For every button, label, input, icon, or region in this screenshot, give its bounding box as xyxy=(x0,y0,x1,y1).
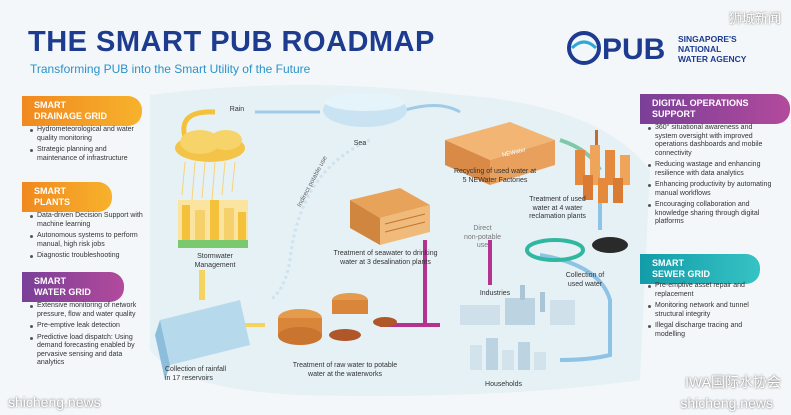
rain-drops xyxy=(181,161,236,201)
pub-logo-subtitle: SINGAPORE'S NATIONAL WATER AGENCY xyxy=(678,34,778,64)
label-collection: Collection of used water xyxy=(555,272,615,289)
badge-smart-plants: SMART PLANTS xyxy=(22,182,112,212)
label-line: water at 4 water xyxy=(532,204,583,212)
label-line: in 17 reservoirs xyxy=(165,374,213,382)
wechat-watermark: IWA国际水协会 xyxy=(685,374,781,390)
flow-path-reclaim xyxy=(539,253,612,362)
plants-bullets: Data-driven Decision Support with machin… xyxy=(30,212,145,264)
list-item: Enhancing productivity by automating man… xyxy=(648,181,776,198)
label-line: Collection of rainfall xyxy=(165,366,227,373)
list-item: Autonomous systems to perform manual, hi… xyxy=(30,232,145,249)
badge-line1: SMART xyxy=(34,276,66,286)
label-rain: Rain xyxy=(229,106,245,113)
desalination-plant xyxy=(350,188,430,245)
pub-logo-text: PUB xyxy=(602,33,666,66)
list-item: Reducing wastage and enhancing resilienc… xyxy=(648,161,776,178)
label-direct-nonpotable: Direct non-potable use xyxy=(455,225,510,251)
badge-line2: PLANTS xyxy=(34,197,70,207)
list-item: Illegal discharge tracing and modelling xyxy=(648,322,773,339)
badge-line2: SUPPORT xyxy=(652,109,696,119)
digital-ops-bullets: 360° situational awareness and system ov… xyxy=(648,124,776,230)
label-line: Collection of xyxy=(565,272,605,279)
watermark-bottom-left: shicheng.news xyxy=(8,394,101,410)
badge-line1: SMART xyxy=(34,186,66,196)
label-line: water at the waterworks xyxy=(308,370,382,378)
list-item: 360° situational awareness and system ov… xyxy=(648,124,776,158)
label-line: Recycling of used water at xyxy=(453,168,537,175)
label-line: Stormwater xyxy=(197,253,233,260)
sewer-rings xyxy=(525,237,628,262)
page-title: THE SMART PUB ROADMAP xyxy=(28,26,435,58)
badge-line2: WATER GRID xyxy=(34,287,91,297)
reclamation-plant xyxy=(575,130,630,203)
list-item: Hydrometeorological and water quality mo… xyxy=(30,126,145,143)
drainage-bullets: Hydrometeorological and water quality mo… xyxy=(30,126,145,166)
badge-smart-sewer-grid: SMART SEWER GRID xyxy=(640,254,760,284)
flow-path-sea-recycle xyxy=(404,104,461,114)
logo-sub-line3: WATER AGENCY xyxy=(678,54,747,64)
list-item: Strategic planning and maintenance of in… xyxy=(30,146,145,163)
newater-factory xyxy=(445,122,555,185)
badge-line1: SMART xyxy=(652,258,684,268)
households-buildings xyxy=(470,338,546,370)
pub-logo-mark xyxy=(567,31,601,65)
label-recycling: Recycling of used water at 5 NEWater Fac… xyxy=(440,168,550,185)
watermark-bottom-right: shicheng.news xyxy=(680,395,773,411)
label-line: use xyxy=(476,242,489,249)
label-stormwater: Stormwater Management xyxy=(180,253,250,270)
reservoir xyxy=(155,300,250,380)
badge-line1: DIGITAL OPERATIONS xyxy=(652,98,749,108)
label-line: water at 3 desalination plants xyxy=(340,258,431,266)
list-item: Pre-emptive asset repair and replacement xyxy=(648,282,773,299)
list-item: Extensive monitoring of network pressure… xyxy=(30,302,148,319)
list-item: Pre-emptive leak detection xyxy=(30,322,148,331)
sewer-bullets: Pre-emptive asset repair and replacement… xyxy=(648,282,773,342)
stormwater-city xyxy=(178,200,248,248)
logo-sub-line1: SINGAPORE'S xyxy=(678,34,737,44)
badge-smart-drainage-grid: SMART DRAINAGE GRID xyxy=(22,96,142,126)
list-item: Data-driven Decision Support with machin… xyxy=(30,212,145,229)
badge-smart-water-grid: SMART WATER GRID xyxy=(22,272,124,302)
label-line: Management xyxy=(194,261,236,269)
list-item: Encouraging collaboration and knowledge … xyxy=(648,201,776,227)
water-grid-bullets: Extensive monitoring of network pressure… xyxy=(30,302,148,371)
badge-line2: DRAINAGE GRID xyxy=(34,111,108,121)
label-line: non-potable xyxy=(464,233,501,241)
list-item: Diagnostic troubleshooting xyxy=(30,252,145,261)
badge-line2: SEWER GRID xyxy=(652,269,711,279)
label-rainfall: Collection of rainfall in 17 reservoirs xyxy=(165,366,255,383)
label-raw-water: Treatment of raw water to potable water … xyxy=(280,362,410,379)
label-line: reclamation plants xyxy=(529,213,586,220)
page-subtitle: Transforming PUB into the Smart Utility … xyxy=(30,62,311,76)
badge-line1: SMART xyxy=(34,100,66,110)
label-reclamation: Treatment of used water at 4 water recla… xyxy=(520,196,595,222)
watermark-top-right: 狮城新闻 xyxy=(728,11,781,26)
waterworks-tanks xyxy=(278,293,397,345)
list-item: Predictive load dispatch: Using demand f… xyxy=(30,334,148,368)
badge-digital-operations-support: DIGITAL OPERATIONS SUPPORT xyxy=(640,94,790,124)
label-industries: Industries xyxy=(479,290,511,297)
label-sea: Sea xyxy=(353,140,367,147)
label-line: 5 NEWater Factories xyxy=(462,176,528,184)
label-line: Treatment of seawater to drinking xyxy=(333,250,438,257)
flow-path-indirect xyxy=(269,138,371,302)
label-line: Treatment of used xyxy=(529,196,586,203)
list-item: Monitoring network and tunnel structural… xyxy=(648,302,773,319)
label-line: Treatment of raw water to potable xyxy=(292,362,398,369)
label-households: Households xyxy=(485,381,522,388)
logo-sub-line2: NATIONAL xyxy=(678,44,722,54)
industries-buildings xyxy=(460,285,575,325)
label-line: Direct xyxy=(473,225,492,232)
label-seawater: Treatment of seawater to drinking water … xyxy=(318,250,453,267)
label-line: used water xyxy=(567,280,603,288)
